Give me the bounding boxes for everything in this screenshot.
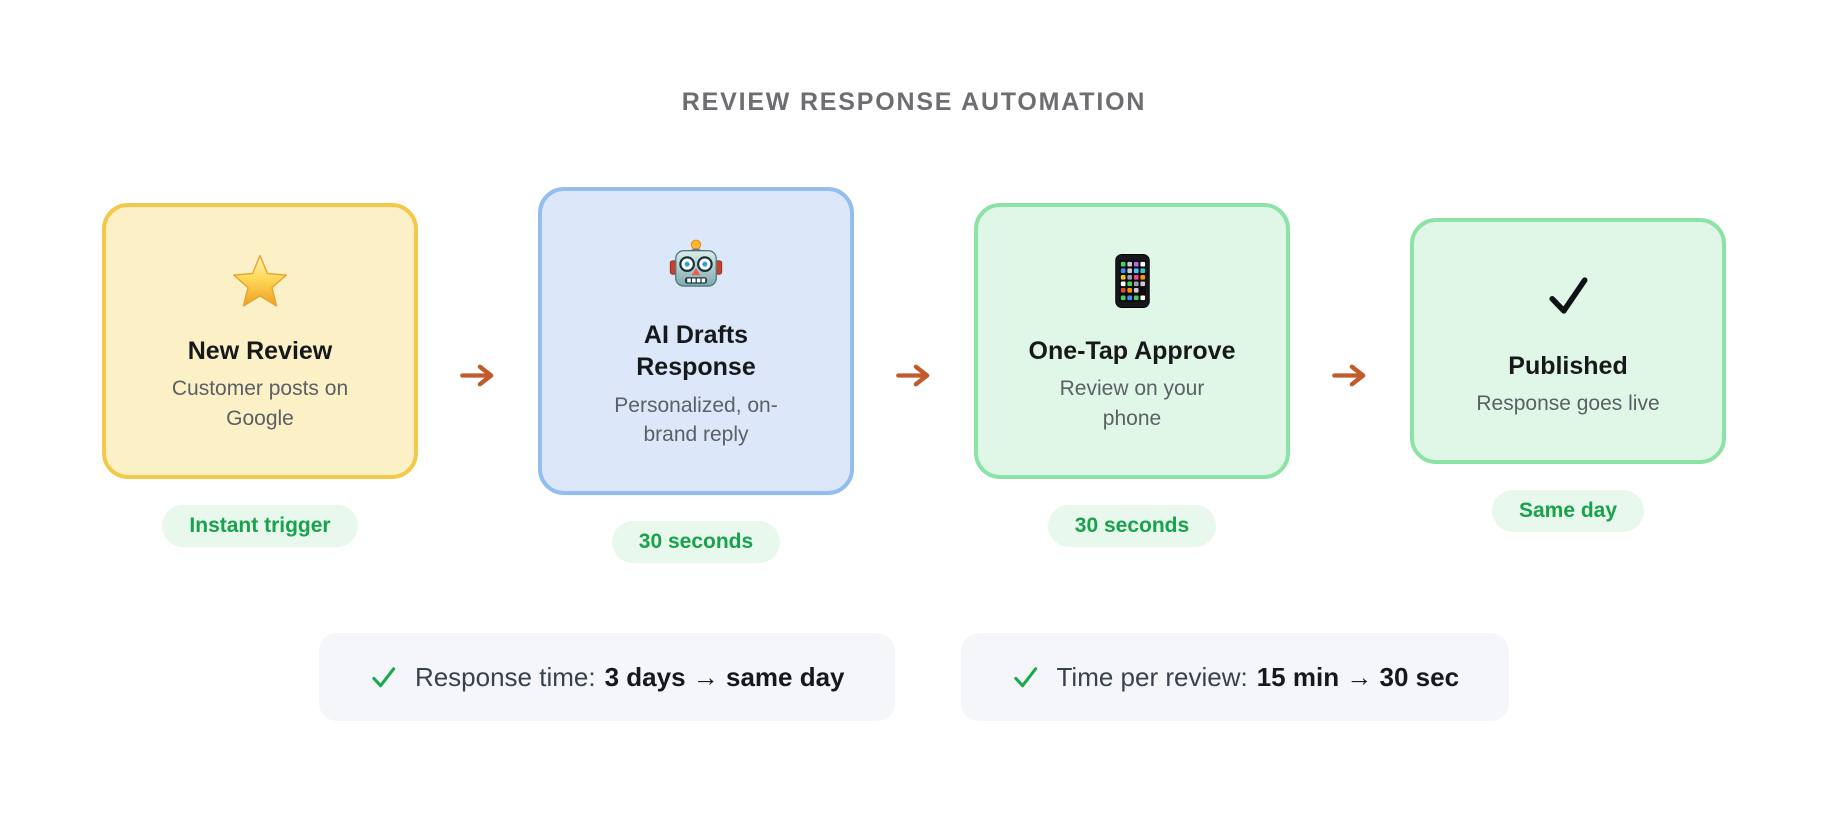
time-badge: Instant trigger [162,505,358,548]
page-title: REVIEW RESPONSE AUTOMATION [681,88,1147,116]
arrow-right-icon [1331,362,1369,389]
time-badge: 30 seconds [1047,505,1217,548]
card-published: Published Response goes live [1410,217,1726,465]
card-one-tap-approve: One-Tap Approve Review on your phone [974,202,1290,480]
arrow-right-icon [895,362,933,389]
step-new-review: New Review Customer posts on Google Inst… [102,202,418,548]
card-title: AI Drafts Response [636,320,756,382]
card-description: Response goes live [1476,392,1660,416]
card-ai-drafts-response: AI Drafts Response Personalized, on- bra… [538,186,854,496]
metric-value: 3 days → same day [604,661,845,692]
check-icon [369,663,398,692]
card-new-review: New Review Customer posts on Google [102,202,418,480]
step-one-tap-approve: One-Tap Approve Review on your phone 30 … [974,202,1290,548]
time-badge: 30 seconds [611,521,781,564]
arrow-right-icon [459,362,497,389]
metric-text: Response time: 3 days → same day [415,662,845,693]
card-description: Personalized, on- brand reply [614,393,778,446]
card-title: New Review [187,336,333,365]
phone-icon [1112,253,1153,309]
check-icon [1011,663,1040,692]
check-icon [1542,268,1594,324]
metric-label: Response time: [414,661,596,692]
metric-time-per-review: Time per review: 15 min → 30 sec [960,633,1510,721]
step-ai-drafts-response: AI Drafts Response Personalized, on- bra… [538,186,854,564]
metric-text: Time per review: 15 min → 30 sec [1057,662,1460,693]
step-published: Published Response goes live Same day [1410,217,1726,533]
metrics-row: Response time: 3 days → same day Time pe… [0,633,1828,721]
metric-response-time: Response time: 3 days → same day [318,633,895,721]
metric-label: Time per review: [1056,661,1248,692]
star-icon [232,253,288,309]
flow-row: New Review Customer posts on Google Inst… [0,160,1828,590]
metric-value: 15 min → 30 sec [1256,661,1460,692]
card-description: Review on your phone [1059,377,1205,430]
card-title: One-Tap Approve [1028,336,1236,365]
card-title: Published [1508,351,1628,380]
card-description: Customer posts on Google [171,377,349,430]
time-badge: Same day [1491,490,1645,533]
robot-icon [669,237,723,293]
